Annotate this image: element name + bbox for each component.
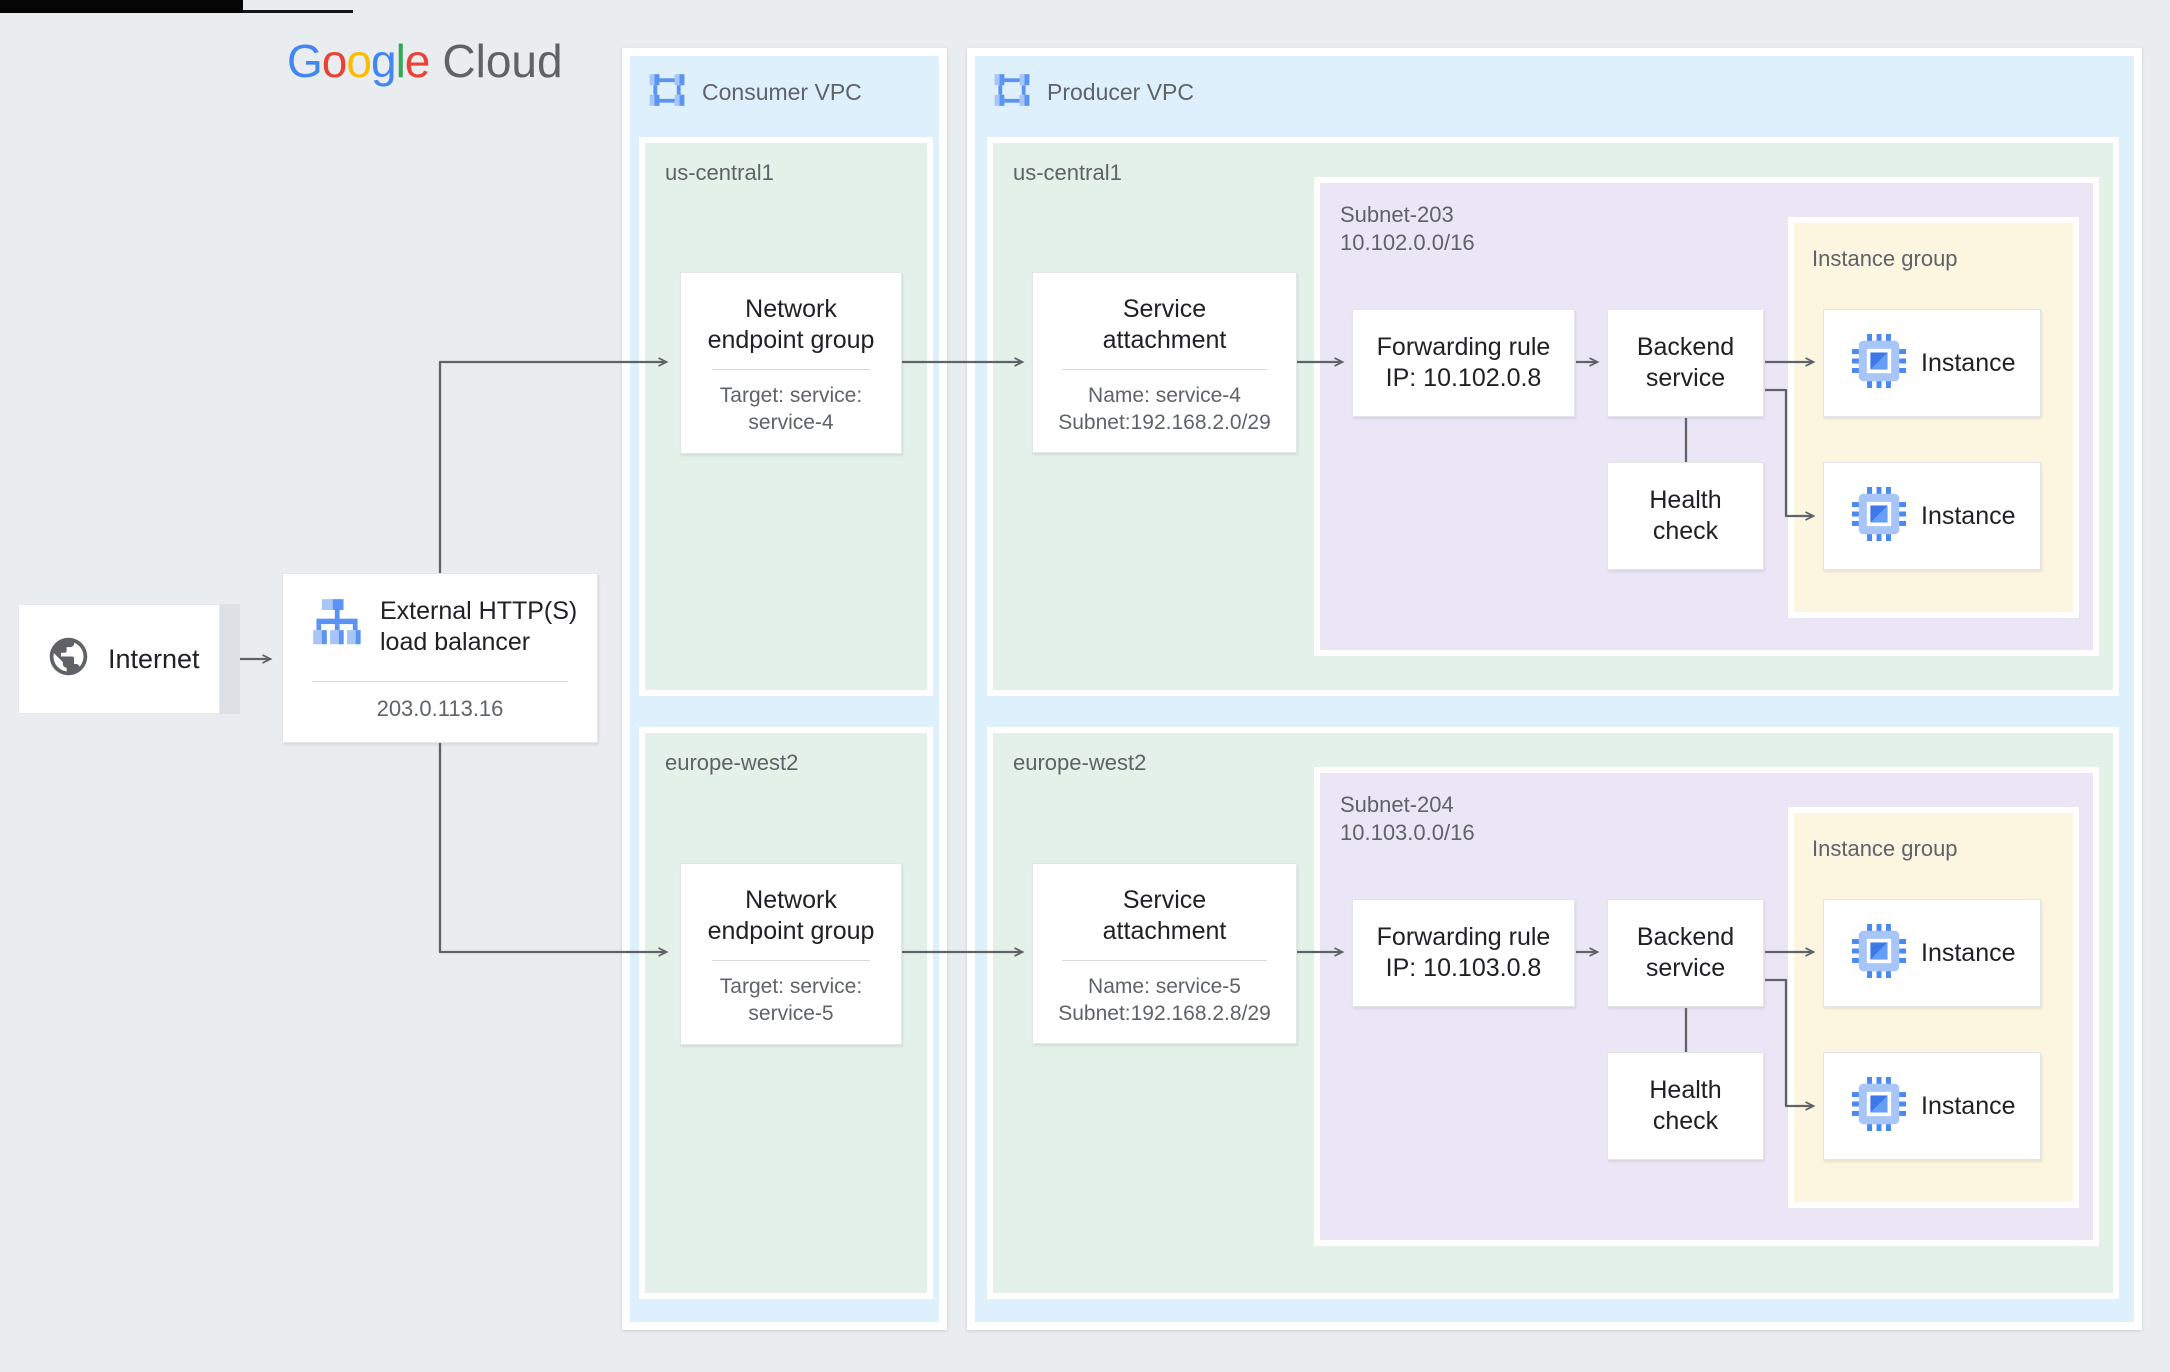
vpc-network-icon [648,71,686,114]
bs-line1: Backend [1636,333,1735,361]
instance-label: Instance [1921,348,2016,377]
internet-box: Internet [18,604,220,714]
window-edge-bar-tail [243,10,353,13]
producer-region-europe-west2: europe-west2 Service attachment Name: se… [987,727,2119,1299]
compute-instance-icon [1852,486,1906,546]
logo-letter: o [346,35,372,87]
globe-icon [46,634,91,684]
neg-detail-line2: service-5 [748,1002,834,1025]
instance-group-label: Instance group [1812,836,1958,861]
neg-title-line1: Network [745,295,837,323]
compute-instance-icon [1852,333,1906,393]
sa-title-line2: attachment [1102,917,1227,945]
vpc-network-icon [993,71,1031,114]
sa-detail-line1: Name: service-4 [1088,384,1241,407]
logo-letter: l [395,35,406,87]
logo-letter: e [404,35,431,87]
neg-title-line2: endpoint group [707,917,875,945]
subnet-203-box: Subnet-203 10.102.0.0/16 Forwarding rule… [1314,177,2099,656]
logo-letter: o [321,35,348,87]
instance-label: Instance [1921,501,2016,530]
neg-title-line1: Network [745,886,837,914]
service-attachment-box-2: Service attachment Name: service-5 Subne… [1032,863,1297,1044]
fr-line2: IP: 10.102.0.8 [1385,364,1542,392]
divider [711,369,871,370]
instance-box: Instance [1823,462,2041,570]
region-label: us-central1 [665,160,774,185]
fr-line2: IP: 10.103.0.8 [1385,954,1542,982]
consumer-vpc-label: Consumer VPC [702,79,862,105]
logo-letter: g [370,35,397,87]
hc-line1: Health [1649,486,1722,514]
neg-detail-line1: Target: service: [719,384,863,407]
divider [312,681,568,682]
forwarding-rule-box-2: Forwarding rule IP: 10.103.0.8 [1352,899,1575,1007]
bs-line2: service [1645,954,1726,982]
neg-detail-line1: Target: service: [719,975,863,998]
load-balancer-box: External HTTP(S) load balancer 203.0.113… [282,573,598,743]
bs-line1: Backend [1636,923,1735,951]
hc-line1: Health [1649,1076,1722,1104]
backend-service-box-1: Backend service [1607,309,1764,417]
instance-box: Instance [1823,899,2041,1007]
subnet-cidr: 10.103.0.0/16 [1340,820,1475,845]
consumer-region-europe-west2: europe-west2 Network endpoint group Targ… [639,727,933,1299]
consumer-vpc-header: Consumer VPC [630,56,939,114]
bs-line2: service [1645,364,1726,392]
fr-line1: Forwarding rule [1376,923,1551,951]
health-check-box-1: Health check [1607,462,1764,570]
divider [1061,960,1268,961]
subnet-name: Subnet-204 [1340,792,1454,817]
network-endpoint-group-box-1: Network endpoint group Target: service: … [680,272,902,454]
window-edge-bar [0,0,243,13]
network-endpoint-group-box-2: Network endpoint group Target: service: … [680,863,902,1045]
subnet-204-box: Subnet-204 10.103.0.0/16 Forwarding rule… [1314,767,2099,1246]
compute-instance-icon [1852,923,1906,983]
region-label: europe-west2 [665,750,799,775]
logo-letter: G [287,35,323,87]
consumer-region-us-central1: us-central1 Network endpoint group Targe… [639,137,933,696]
divider [711,960,871,961]
producer-vpc-header: Producer VPC [975,56,2134,114]
compute-instance-icon [1852,1076,1906,1136]
sa-detail-line2: Subnet:192.168.2.8/29 [1058,1002,1271,1025]
sa-title-line1: Service [1122,886,1207,914]
neg-title-line2: endpoint group [707,326,875,354]
instance-group-label: Instance group [1812,246,1958,271]
load-balancer-title-line2: load balancer [380,628,531,656]
service-attachment-box-1: Service attachment Name: service-4 Subne… [1032,272,1297,453]
hc-line2: check [1652,1107,1719,1135]
sa-detail-line1: Name: service-5 [1088,975,1241,998]
sa-detail-line2: Subnet:192.168.2.0/29 [1058,411,1271,434]
instance-label: Instance [1921,1091,2016,1120]
health-check-box-2: Health check [1607,1052,1764,1160]
logo-cloud-word: Cloud [442,35,563,87]
region-label: us-central1 [1013,160,1122,185]
instance-group-box-1: Instance group [1788,217,2079,618]
instance-label: Instance [1921,938,2016,967]
fr-line1: Forwarding rule [1376,333,1551,361]
subnet-cidr: 10.102.0.0/16 [1340,230,1475,255]
subnet-name: Subnet-203 [1340,202,1454,227]
sa-title-line2: attachment [1102,326,1227,354]
consumer-vpc-container: Consumer VPC us-central1 Network endpoin… [622,48,947,1330]
hc-line2: check [1652,517,1719,545]
producer-region-us-central1: us-central1 Service attachment Name: ser… [987,137,2119,696]
load-balancer-ip: 203.0.113.16 [376,696,504,721]
backend-service-box-2: Backend service [1607,899,1764,1007]
forwarding-rule-box-1: Forwarding rule IP: 10.102.0.8 [1352,309,1575,417]
divider [1061,369,1268,370]
sa-title-line1: Service [1122,295,1207,323]
load-balancer-title-line1: External HTTP(S) [380,597,578,625]
internet-label: Internet [108,643,200,674]
instance-box: Instance [1823,1052,2041,1160]
instance-box: Instance [1823,309,2041,417]
load-balancer-icon [311,597,363,654]
instance-group-box-2: Instance group [1788,807,2079,1208]
producer-vpc-container: Producer VPC us-central1 Service attachm… [967,48,2142,1330]
region-label: europe-west2 [1013,750,1147,775]
producer-vpc-label: Producer VPC [1047,79,1195,105]
neg-detail-line2: service-4 [748,411,834,434]
